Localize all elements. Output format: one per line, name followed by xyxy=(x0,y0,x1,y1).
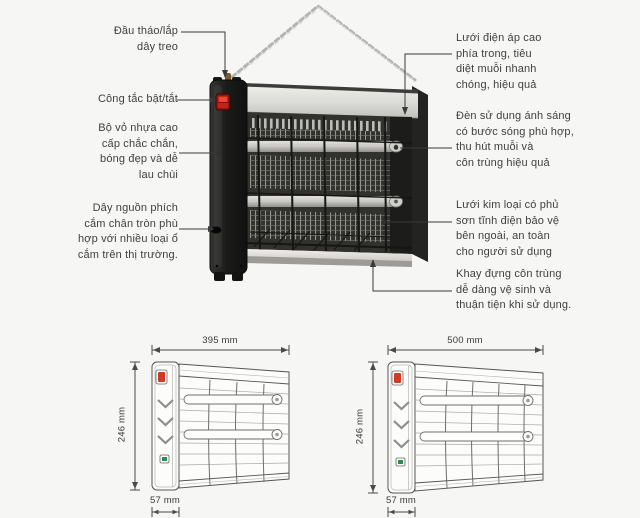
drawing-indicator-icon xyxy=(159,454,170,464)
callout-high-voltage-grid-label: Lưới điện áp cao phía trong, tiêu diệt m… xyxy=(456,32,542,91)
side-panel-icon xyxy=(209,73,248,281)
front-view-500 xyxy=(368,345,544,517)
dim-width-395-label: 395 mm xyxy=(202,335,238,346)
chevron-down-icon xyxy=(393,401,410,449)
drawing-switch-icon xyxy=(391,370,404,386)
chevron-down-icon xyxy=(157,399,174,445)
front-view-395 xyxy=(130,345,290,517)
dim-depth-500-label: 57 mm xyxy=(385,495,417,506)
dim-depth-395-label: 57 mm xyxy=(149,495,181,506)
product-photo xyxy=(209,73,428,281)
callout-power-cord-label: Dây nguồn phích cắm chân tròn phù hợp vớ… xyxy=(77,202,178,261)
insect-tray-icon xyxy=(244,249,412,267)
power-switch-icon xyxy=(215,93,231,111)
drawing-switch-icon xyxy=(155,369,168,385)
cord-hole-icon xyxy=(210,226,222,234)
callout-insect-tray-label: Khay đựng côn trùng dễ dàng vệ sinh và t… xyxy=(456,268,572,311)
dim-height-500-label: 246 mm xyxy=(354,408,366,445)
outer-grid-wires-icon xyxy=(243,114,413,253)
dimension-lines-395 xyxy=(130,345,290,517)
callout-plastic-body-label: Bộ vỏ nhựa cao cấp chắc chắn, bóng đẹp v… xyxy=(98,122,178,181)
callout-hanger-label: Đầu tháo/lắp dây treo xyxy=(113,25,178,53)
drawing-indicator-icon xyxy=(395,457,406,467)
dimension-lines-500 xyxy=(368,345,544,517)
dim-height-395-label: 246 mm xyxy=(116,406,128,443)
callout-outer-metal-grid-label: Lưới kim loại có phủ sơn tĩnh điện bảo v… xyxy=(456,199,560,258)
callout-lines xyxy=(177,31,452,292)
callout-uv-lamp-label: Đèn sử dụng ánh sáng có bước sóng phù hợ… xyxy=(456,110,574,169)
hanging-chain-icon xyxy=(230,4,417,82)
callout-power-switch-label: Công tắc bật/tắt xyxy=(97,93,178,105)
dim-width-500-label: 500 mm xyxy=(447,335,483,346)
